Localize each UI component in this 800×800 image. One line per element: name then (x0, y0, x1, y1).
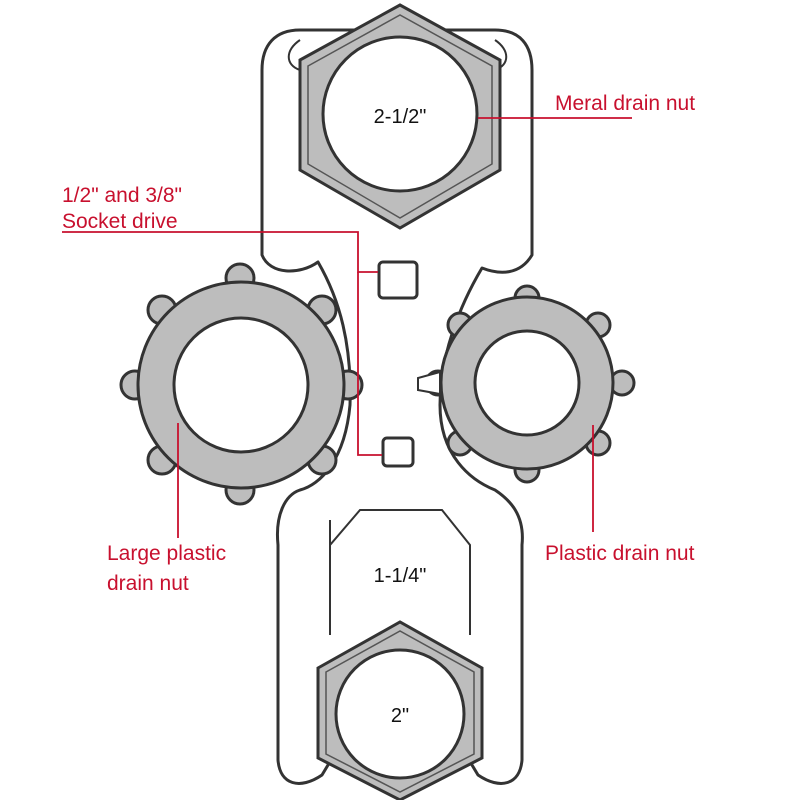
socket-drive-square-large (377, 260, 419, 300)
plastic-nut (424, 284, 636, 484)
label-large-plastic-line1: Large plastic (107, 542, 226, 565)
middle-opening-size: 1-1/4" (374, 565, 427, 587)
top-hex-nut (298, 3, 502, 230)
leader-socket-drive (62, 231, 378, 273)
right-nut-tab (417, 370, 441, 396)
bottom-hex-nut (316, 620, 484, 800)
label-plastic-drain-nut: Plastic drain nut (545, 542, 695, 565)
leader-socket-drive-lower (357, 272, 382, 456)
top-hex-size: 2-1/2" (374, 106, 427, 128)
large-plastic-nut (119, 262, 364, 506)
bottom-hex-size: 2" (391, 705, 409, 727)
label-socket-drive-line1: 1/2" and 3/8" (62, 184, 182, 207)
leader-lines (62, 117, 632, 538)
socket-drive-square-small (381, 436, 415, 468)
label-socket-drive-line2: Socket drive (62, 210, 178, 233)
label-metal-drain-nut: Meral drain nut (555, 92, 695, 115)
label-large-plastic-line2: drain nut (107, 572, 189, 595)
